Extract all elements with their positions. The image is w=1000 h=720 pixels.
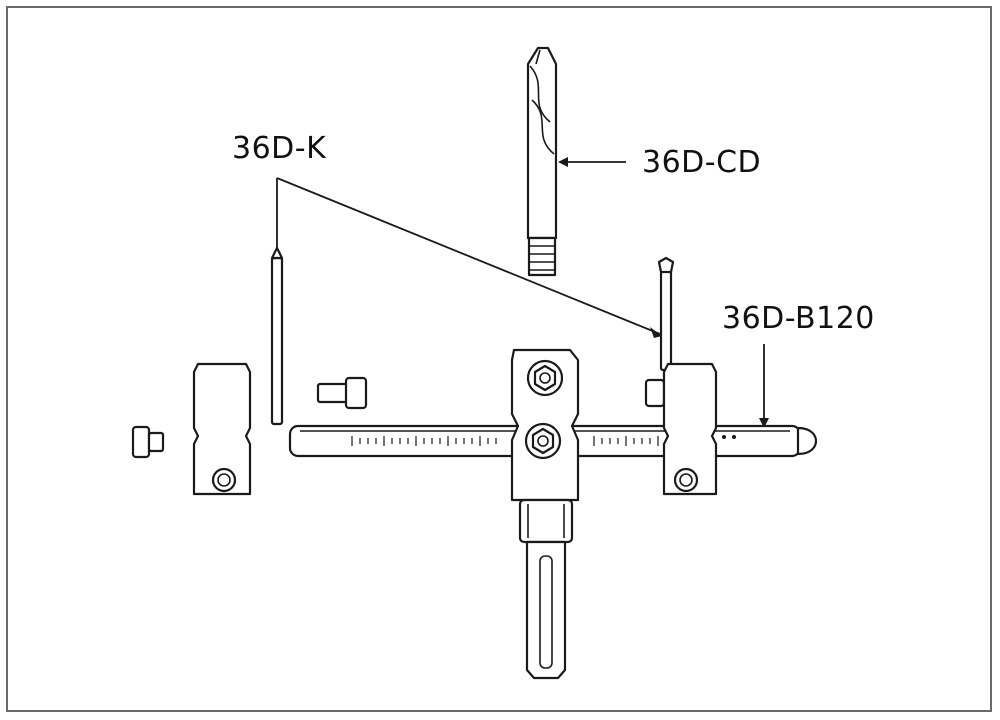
shank (518, 498, 574, 680)
label-pins: 36D-K (232, 131, 327, 166)
center-drill-bit (526, 46, 558, 277)
set-screw-left (131, 425, 165, 459)
right-cutter-holder (644, 362, 718, 496)
left-pin (270, 246, 284, 426)
diagram-frame (6, 6, 992, 712)
leader-lines (276, 157, 769, 428)
set-screw-middle (316, 376, 368, 410)
center-body (510, 348, 580, 502)
label-bar: 36D-B120 (722, 301, 875, 336)
left-cutter-holder (192, 362, 252, 496)
right-pin (657, 256, 675, 372)
label-center-drill: 36D-CD (642, 145, 762, 180)
